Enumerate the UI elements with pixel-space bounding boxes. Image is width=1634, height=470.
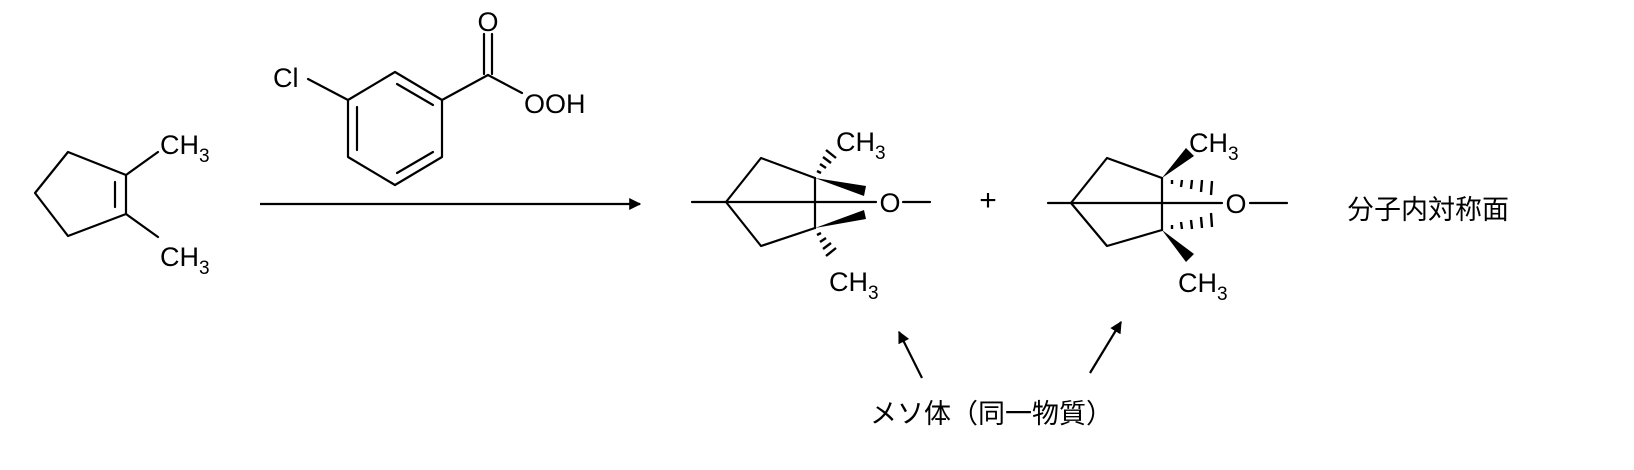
wedge-bond-upper-1: [815, 178, 866, 196]
hash-bond-bottom-methyl-1: [816, 231, 837, 257]
epoxide-product-1: O CH3 CH3: [690, 127, 932, 304]
product2-methyl-bottom-label: CH3: [1178, 268, 1228, 305]
benzene-ring: [346, 70, 444, 187]
reactant-methyl-bottom-label: CH3: [160, 242, 210, 279]
cyclopentene-ring: [33, 150, 128, 238]
product1-methyl-top-label: CH3: [836, 127, 886, 164]
peroxy-label: OOH: [524, 89, 586, 119]
epoxide-oxygen-label-2: O: [1225, 189, 1246, 219]
ring-bonds-1: [724, 156, 817, 248]
carboxyl-bond: [440, 73, 490, 102]
meso-arrow-left: [898, 330, 923, 379]
reactant-dimethylcyclopentene: CH3 CH3: [33, 130, 210, 279]
reactant-methyl-top-label: CH3: [160, 130, 210, 167]
methyl-bond-bottom: [124, 212, 160, 239]
ring-bonds-2: [1069, 156, 1164, 248]
product2-methyl-top-label: CH3: [1189, 128, 1239, 165]
epoxide-product-2: O CH3 CH3: [1046, 128, 1289, 305]
carbonyl-oxygen-label: O: [477, 7, 498, 37]
product1-methyl-bottom-label: CH3: [829, 267, 879, 304]
hash-bond-top-methyl-1: [816, 149, 837, 175]
aromatic-inner-2: [395, 150, 435, 175]
plus-sign: +: [979, 184, 997, 217]
mirror-plane-label: 分子内対称面: [1347, 195, 1509, 226]
wedge-bond-top-methyl-2: [1162, 148, 1194, 178]
peroxy-bond: [486, 73, 524, 95]
epoxide-oxygen-label-1: O: [879, 188, 900, 218]
aromatic-inner-1: [395, 82, 435, 107]
chlorine-label: Cl: [273, 63, 299, 93]
wedge-bond-bottom-methyl-2: [1162, 230, 1194, 262]
chloro-bond: [306, 77, 350, 102]
reagent-mcpba: Cl O OOH: [273, 7, 586, 187]
meso-label: メソ体（同一物質）: [870, 399, 1113, 430]
hash-bond-lower-2: [1170, 212, 1214, 230]
meso-arrow-right: [1089, 320, 1122, 374]
hash-bond-upper-2: [1170, 179, 1214, 196]
wedge-bond-lower-1: [815, 210, 866, 228]
methyl-bond-top: [124, 150, 160, 177]
